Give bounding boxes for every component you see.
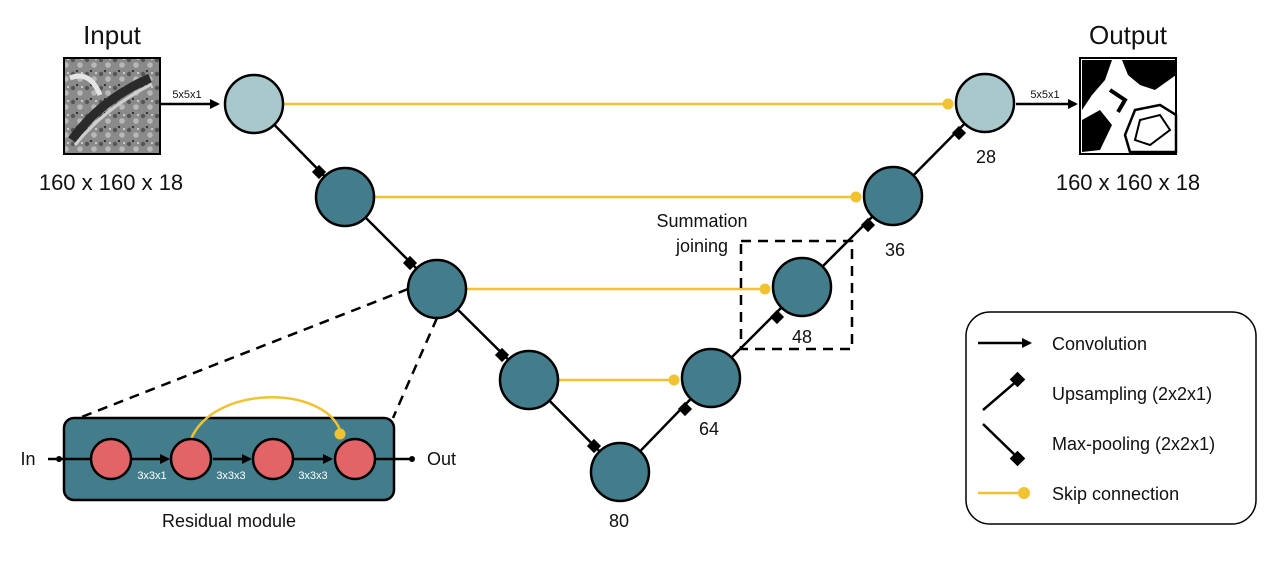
residual-module-title: Residual module xyxy=(162,511,296,531)
maxpool-marker-3 xyxy=(494,347,510,363)
residual-skip-dot xyxy=(334,428,346,440)
output-size: 160 x 160 x 18 xyxy=(1056,170,1200,195)
upsample-marker-1 xyxy=(677,401,693,417)
legend-item-maxpooling: Max-pooling (2x2x1) xyxy=(982,423,1215,467)
legend-box xyxy=(965,311,1257,525)
residual-in-dot xyxy=(56,456,62,462)
maxpool-marker-1 xyxy=(311,164,327,180)
summation-label-line1: Summation xyxy=(656,211,747,231)
residual-node-4 xyxy=(333,437,377,481)
encoder-node-3 xyxy=(406,258,468,320)
output-conv-label: 5x5x1 xyxy=(1030,89,1059,101)
decoder-node-4 xyxy=(680,347,742,409)
channel-label-48: 48 xyxy=(792,327,812,347)
residual-node-2 xyxy=(169,437,213,481)
residual-conv-label-1: 3x3x1 xyxy=(137,470,166,482)
legend-label-upsampling: Upsampling (2x2x1) xyxy=(1052,384,1212,404)
input-image xyxy=(63,57,161,155)
bottleneck-node xyxy=(589,441,651,503)
residual-node-3 xyxy=(251,437,295,481)
upsample-marker-3 xyxy=(860,217,876,233)
encoder-node-4 xyxy=(498,349,560,411)
decoder-node-3 xyxy=(771,256,833,318)
legend-item-upsampling: Upsampling (2x2x1) xyxy=(982,371,1212,411)
zoom-line-right xyxy=(391,317,439,419)
channel-label-36: 36 xyxy=(885,240,905,260)
channel-label-80: 80 xyxy=(609,511,629,531)
network-edges xyxy=(253,102,986,473)
residual-conv-label-3: 3x3x3 xyxy=(298,470,327,482)
decoder-node-2 xyxy=(862,165,924,227)
skip-dot-level-2 xyxy=(850,191,862,203)
channel-label-28: 28 xyxy=(976,147,996,167)
upsample-marker-4 xyxy=(951,125,967,141)
legend: Convolution Upsampling (2x2x1) Max-pooli… xyxy=(965,311,1257,525)
decoder-node-1 xyxy=(954,72,1016,134)
channel-label-64: 64 xyxy=(699,419,719,439)
legend-item-convolution: Convolution xyxy=(978,334,1147,354)
input-block: Input 160 x 160 x 18 5x5x1 xyxy=(39,20,220,195)
skip-dot-level-3 xyxy=(759,283,771,295)
encoder-node-1 xyxy=(223,73,285,135)
network-nodes xyxy=(223,72,1016,503)
summation-label-line2: joining xyxy=(675,236,728,256)
skip-dot-level-1 xyxy=(942,98,954,110)
skip-connections xyxy=(254,98,954,386)
output-title: Output xyxy=(1089,20,1168,50)
maxpool-marker-4 xyxy=(586,438,602,454)
residual-out-dot xyxy=(409,456,415,462)
legend-label-skip: Skip connection xyxy=(1052,484,1179,504)
encoder-node-2 xyxy=(314,166,376,228)
legend-label-convolution: Convolution xyxy=(1052,334,1147,354)
output-block: Output 160 x 160 x 18 5x5x1 xyxy=(1016,20,1200,195)
skip-dot-level-4 xyxy=(668,374,680,386)
upsample-marker-2 xyxy=(769,309,785,325)
residual-skip-arc xyxy=(189,396,342,440)
input-conv-label: 5x5x1 xyxy=(172,89,201,101)
output-image xyxy=(1079,57,1178,155)
skip-connection-icon xyxy=(978,487,1030,499)
zoom-line-left xyxy=(78,287,409,420)
residual-node-1 xyxy=(89,437,133,481)
input-title: Input xyxy=(83,20,142,50)
residual-out-label: Out xyxy=(427,449,456,469)
input-size: 160 x 160 x 18 xyxy=(39,170,183,195)
legend-item-skip: Skip connection xyxy=(978,484,1179,504)
summation-box xyxy=(739,239,854,351)
residual-module: In 3x3x1 3x3x3 3x3x3 Out Residual module xyxy=(20,396,456,531)
residual-in-label: In xyxy=(20,449,35,469)
residual-conv-label-2: 3x3x3 xyxy=(216,470,245,482)
maxpool-marker-2 xyxy=(402,255,418,271)
legend-label-maxpooling: Max-pooling (2x2x1) xyxy=(1052,434,1215,454)
